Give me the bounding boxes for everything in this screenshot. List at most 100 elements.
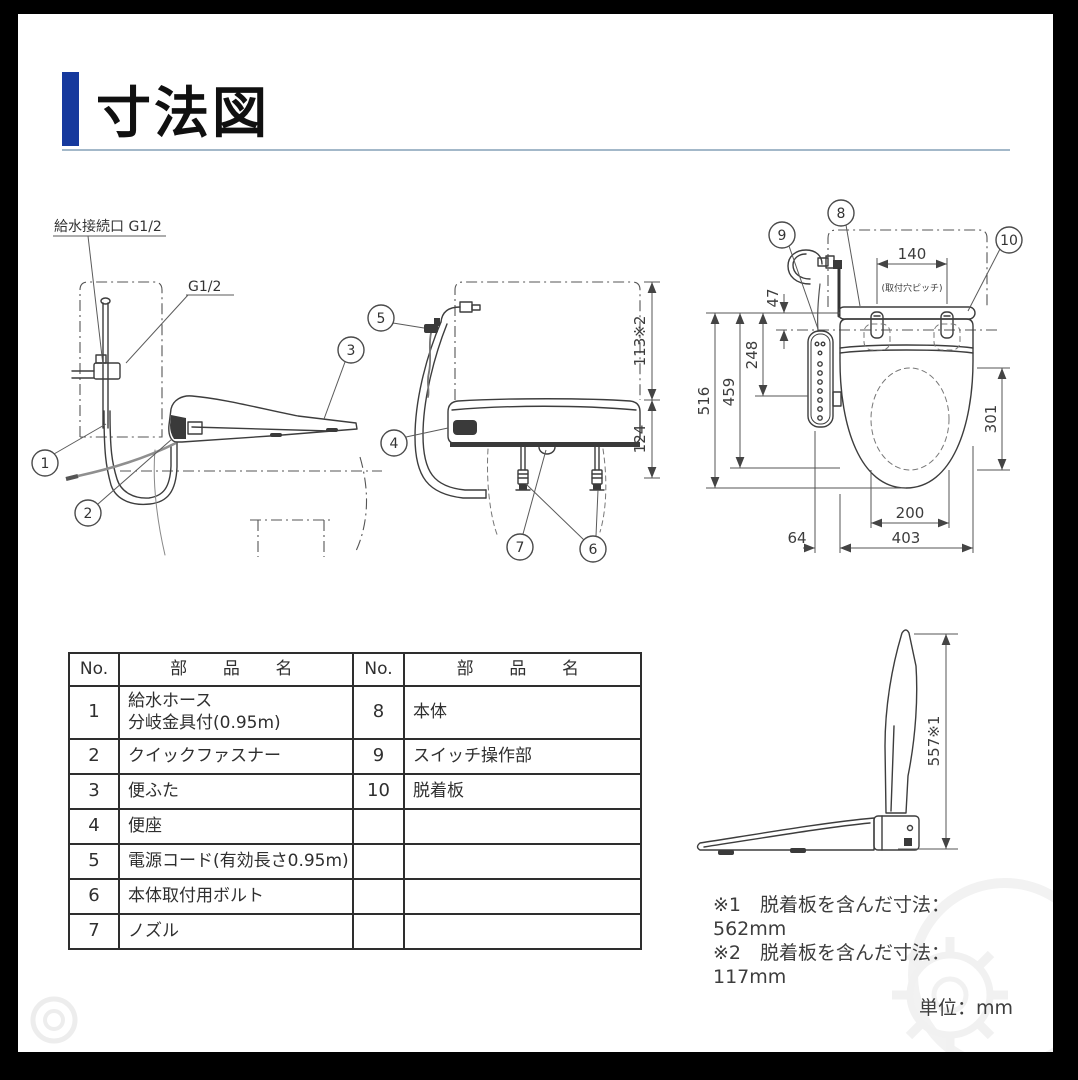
- part-name: 便ふた: [120, 775, 354, 810]
- part-no: [354, 845, 405, 880]
- table-header-name-left: 部 品 名: [120, 654, 354, 687]
- svg-text:8: 8: [837, 206, 846, 222]
- svg-text:301: 301: [982, 405, 1000, 434]
- hinge-body: [873, 815, 920, 851]
- part-name: 脱着板: [405, 775, 642, 810]
- seat-wedge: [696, 817, 875, 855]
- svg-text:200: 200: [896, 504, 925, 522]
- svg-text:403: 403: [892, 529, 921, 547]
- mount-bolt-right: [589, 446, 605, 491]
- supply-hose: [103, 410, 178, 506]
- svg-text:557※1: 557※1: [925, 716, 943, 767]
- callout-10: 10: [967, 226, 1023, 312]
- power-cord: [77, 441, 177, 478]
- front-dimensions: 113※2 124: [631, 281, 660, 479]
- part-no: 5: [70, 845, 120, 880]
- part-name: スイッチ操作部: [405, 740, 642, 775]
- detach-plate: [837, 306, 976, 320]
- open-height-dimension: 557※1: [898, 633, 958, 850]
- tank-centerlines: [454, 281, 641, 400]
- part-no: 9: [354, 740, 405, 775]
- front-view-drawing: 113※2 124 5 4 7 6: [367, 281, 660, 563]
- table-header-name-right: 部 品 名: [405, 654, 642, 687]
- cord-plug: [65, 474, 79, 481]
- svg-text:64: 64: [787, 529, 806, 547]
- svg-text:248: 248: [743, 341, 761, 370]
- part-name: 本体: [405, 687, 642, 740]
- title-rule: [62, 149, 1010, 151]
- part-name: [405, 915, 642, 950]
- part-name: 給水ホース 分岐金具付(0.95m): [120, 687, 354, 740]
- part-no: 8: [354, 687, 405, 740]
- svg-text:(取付穴ピッチ): (取付穴ピッチ): [881, 282, 942, 294]
- toilet-centerlines: [79, 281, 382, 557]
- svg-text:140: 140: [898, 245, 927, 263]
- part-name: [405, 880, 642, 915]
- callout-7: 7: [506, 449, 547, 561]
- svg-text:3: 3: [347, 343, 356, 359]
- callout-8: 8: [827, 199, 861, 307]
- callout-3: 3: [323, 336, 365, 420]
- parts-table: No. 部 品 名 No. 部 品 名 1 給水ホース 分岐金具付(0.95m)…: [68, 652, 642, 950]
- part-no: 3: [70, 775, 120, 810]
- seat-front: [447, 398, 641, 538]
- page-title: 寸法図: [96, 81, 271, 145]
- title-accent-bar: [62, 72, 79, 146]
- callout-6: 6: [525, 483, 607, 563]
- part-name: [405, 845, 642, 880]
- svg-text:124: 124: [631, 425, 649, 454]
- svg-text:5: 5: [377, 311, 386, 327]
- part-no: 7: [70, 915, 120, 950]
- table-header-no-left: No.: [70, 654, 120, 687]
- svg-text:113※2: 113※2: [631, 316, 649, 367]
- callout-2: 2: [74, 438, 173, 527]
- part-no: [354, 810, 405, 845]
- quick-fastener-block: [453, 420, 477, 435]
- thread-label: G1/2: [125, 279, 234, 364]
- footnotes: ※1 脱着板を含んだ寸法：562mm ※2 脱着板を含んだ寸法：117mm 単位…: [713, 893, 1013, 1020]
- part-no: 4: [70, 810, 120, 845]
- svg-text:1: 1: [41, 456, 50, 472]
- mount-bolt-left: [515, 446, 531, 491]
- part-name: [405, 810, 642, 845]
- hose-and-cord: [414, 301, 487, 499]
- svg-text:47: 47: [764, 288, 782, 307]
- svg-text:10: 10: [1000, 233, 1018, 249]
- svg-text:2: 2: [84, 506, 93, 522]
- hinge-bolts: [863, 311, 961, 351]
- seat-dark-parts: [170, 415, 338, 439]
- svg-text:516: 516: [695, 387, 713, 416]
- unit-note: 単位：mm: [918, 997, 1013, 1019]
- svg-text:459: 459: [720, 378, 738, 407]
- lid-open-drawing: 557※1: [696, 629, 958, 855]
- table-header-no-right: No.: [354, 654, 405, 687]
- svg-text:6: 6: [589, 542, 598, 558]
- callout-4: 4: [380, 427, 449, 457]
- frame-top: [0, 0, 1078, 14]
- svg-text:給水接続口 G1/2: 給水接続口 G1/2: [54, 218, 162, 235]
- top-view-drawing: 516 459 248 47 140 (取付穴ピッチ) 301 200 64: [695, 199, 1023, 553]
- footnote-2: ※2 脱着板を含んだ寸法：117mm: [713, 942, 951, 988]
- svg-text:G1/2: G1/2: [188, 279, 221, 295]
- switch-panel: [807, 330, 842, 428]
- part-name: ノズル: [120, 915, 354, 950]
- part-no: 10: [354, 775, 405, 810]
- seat-profile: [153, 395, 358, 556]
- frame-bottom: [0, 1052, 1078, 1080]
- part-no: [354, 880, 405, 915]
- part-no: 2: [70, 740, 120, 775]
- supply-pipe: [71, 297, 121, 429]
- frame-left: [0, 0, 18, 1080]
- side-view-drawing: 給水接続口 G1/2 G1/2 1 2 3: [31, 218, 382, 557]
- part-no: 6: [70, 880, 120, 915]
- svg-text:7: 7: [516, 540, 525, 556]
- seat-seam-band: [450, 442, 640, 447]
- seat-body-top: [839, 318, 974, 489]
- part-name: クイックファスナー: [120, 740, 354, 775]
- top-dimensions: 516 459 248 47 140 (取付穴ピッチ) 301 200 64: [695, 245, 1010, 553]
- part-no: 1: [70, 687, 120, 740]
- callout-1: 1: [31, 423, 107, 477]
- part-name: 電源コード(有効長さ0.95m): [120, 845, 354, 880]
- footnote-1: ※1 脱着板を含んだ寸法：562mm: [713, 894, 951, 940]
